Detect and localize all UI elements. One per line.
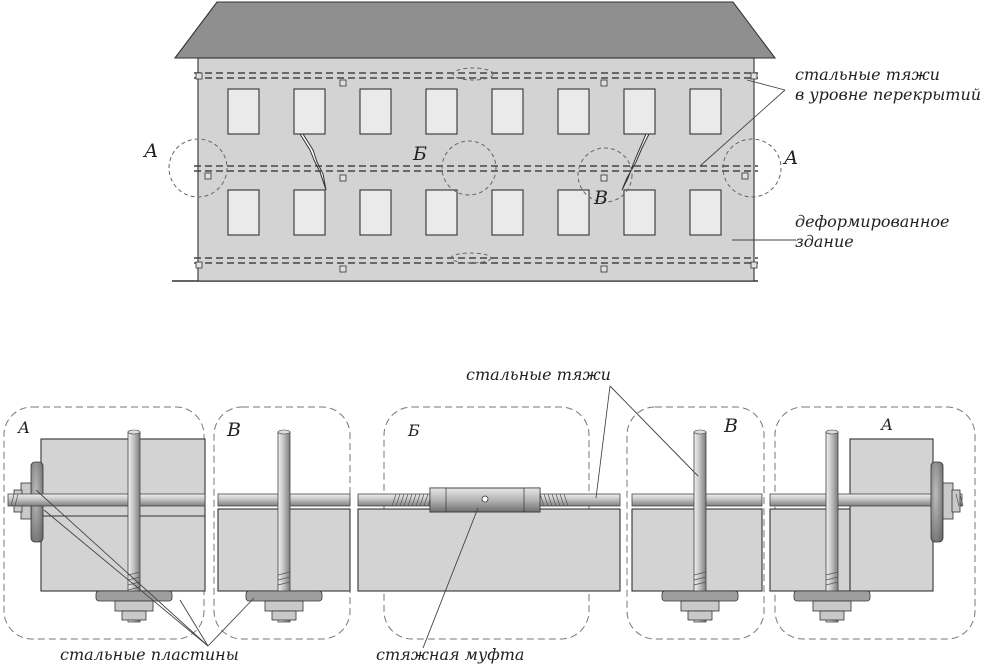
leader-ties-top: [746, 79, 786, 91]
detail-a-right: А: [769, 415, 964, 623]
marker-a-right: А: [782, 147, 798, 169]
base-plate-v-right: [661, 590, 739, 602]
building-elevation: А А Б В стальные тяжи в уровне перекрыти…: [142, 1, 981, 282]
leader-plates-1: [35, 489, 209, 647]
tie-anchors: [195, 72, 758, 273]
leader-turnbuckle: [422, 507, 479, 649]
anchor-plate-a-right: [930, 461, 944, 543]
label-steel-ties-floors: стальные тяжи в уровне перекрытий: [795, 65, 981, 104]
leader-ties-mid: [699, 89, 786, 167]
detail-circle-a-left: [168, 138, 228, 198]
marker-v: В: [593, 187, 608, 209]
marker-b: Б: [412, 143, 427, 165]
crack-right: [621, 133, 650, 191]
label-deformed-building-line1: деформированное: [795, 212, 949, 231]
detail-circle-v: [577, 147, 633, 203]
base-plate-a-left: [95, 590, 173, 602]
detail-a-left: А: [7, 418, 206, 623]
label-steel-ties-floors-line1: стальные тяжи: [795, 65, 940, 84]
label-steel-plates: стальные пластины: [60, 645, 239, 664]
steel-ties-dashed: [194, 72, 758, 264]
leader-plates-4: [207, 597, 255, 647]
windows-upper: [227, 88, 722, 135]
windows-lower: [227, 189, 722, 236]
threaded-zone-right: [539, 493, 569, 507]
detail-row: А В: [3, 365, 976, 664]
frame-v-right: [626, 406, 765, 640]
detail-b: Б: [357, 421, 621, 592]
detail-ellipse-top: [452, 67, 494, 81]
frame-a-left-label: А: [17, 418, 30, 437]
roof: [173, 1, 777, 59]
tie-rod-a-left: [7, 493, 206, 507]
detail-circle-b: [441, 140, 497, 196]
label-steel-ties-floors-line2: в уровне перекрытий: [795, 85, 981, 104]
building-wall: [197, 57, 755, 282]
frame-v-left-label: В: [226, 419, 241, 441]
frame-v-right-label: В: [723, 415, 738, 437]
leader-plates-2: [43, 509, 209, 647]
tie-rod-a-right: [769, 493, 963, 507]
detail-circle-a-right: [722, 138, 782, 198]
base-plate-a-right: [793, 590, 871, 602]
frame-a-right-label: А: [880, 415, 893, 434]
detail-ellipse-bottom: [450, 252, 492, 264]
detail-v-right: В: [631, 415, 763, 623]
leader-ties-to-b: [595, 385, 611, 499]
crack-left: [299, 133, 327, 191]
label-deformed-building: деформированное здание: [795, 212, 955, 251]
detail-v-left: В: [217, 419, 351, 623]
label-steel-ties: стальные тяжи: [466, 365, 611, 384]
leader-plates-3: [179, 599, 209, 647]
label-turnbuckle: стяжная муфта: [376, 645, 524, 664]
base-plate-v-left: [245, 590, 323, 602]
leader-ties-to-v: [609, 385, 699, 477]
marker-a-left: А: [142, 140, 158, 162]
frame-b-label: Б: [407, 421, 420, 440]
label-deformed-building-line2: здание: [795, 232, 854, 251]
